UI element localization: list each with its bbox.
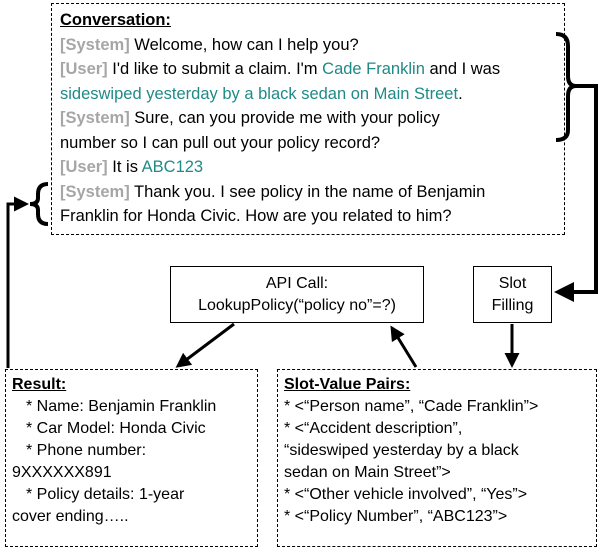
api-call-function: LookupPolicy(“policy no”=?) — [198, 296, 396, 314]
system-tag: [System] — [60, 109, 130, 127]
turn-system-2-cont: number so I can pull out your policy rec… — [60, 133, 381, 152]
person-name-highlight: Cade Franklin — [322, 60, 425, 78]
policy-number-highlight: ABC123 — [141, 158, 204, 176]
slot-value-line: “sideswiped yesterday by a black — [284, 442, 519, 459]
api-call-box: API Call: LookupPolicy(“policy no”=?) — [170, 266, 424, 323]
slot-value-line: * <“Policy Number”, “ABC123”> — [284, 508, 508, 525]
api-call-label: API Call: — [265, 274, 329, 292]
result-heading: Result: — [12, 376, 67, 393]
turn-text: Welcome, how can I help you? — [134, 35, 359, 54]
user-tag: [User] — [60, 60, 108, 78]
slot-value-line: * <“Person name”, “Cade Franklin”> — [284, 398, 539, 415]
system-tag: [System] — [60, 35, 130, 54]
result-line: 9XXXXXX891 — [12, 464, 112, 481]
turn-text: I'd like to submit a claim. I'm — [112, 60, 318, 78]
accident-description-highlight: sideswiped yesterday by a black sedan on… — [60, 84, 459, 103]
slot-value-heading: Slot-Value Pairs: — [284, 376, 411, 393]
turn-system-3: [System] Thank you. I see policy in the … — [60, 180, 556, 205]
turn-text: It is — [112, 158, 138, 176]
result-line: * Phone number: — [26, 442, 147, 459]
turn-system-2: [System] Sure, can you provide me with y… — [60, 106, 556, 131]
user-tag: [User] — [60, 158, 108, 176]
arrow-to-slot-filling — [554, 84, 598, 302]
turn-system-1: [System] Welcome, how can I help you? — [60, 33, 556, 58]
result-line: cover ending….. — [12, 508, 129, 525]
slot-value-line: sedan on Main Street”> — [284, 464, 451, 481]
conversation-heading: Conversation: — [60, 11, 171, 29]
slot-filling-line1: Slot — [498, 274, 527, 292]
arrow-api-to-result — [175, 322, 235, 368]
turn-text: and I was — [429, 60, 501, 78]
result-line: * Name: Benjamin Franklin — [26, 398, 217, 415]
conversation-box: Conversation: [System] Welcome, how can … — [51, 3, 565, 235]
turn-text: Thank you. I see policy in the name of B… — [134, 182, 486, 201]
result-line: * Car Model: Honda Civic — [26, 420, 206, 437]
arrow-result-to-conversation — [6, 196, 29, 368]
turn-text: . — [458, 84, 463, 103]
system-tag: [System] — [60, 182, 130, 201]
turn-user-1-cont: sideswiped yesterday by a black sedan on… — [60, 82, 556, 107]
turn-system-3-cont: Franklin for Honda Civic. How are you re… — [60, 207, 452, 225]
arrow-slotvalue-to-api — [390, 325, 418, 368]
turn-text: Sure, can you provide me with your polic… — [134, 109, 440, 127]
slot-filling-line2: Filling — [491, 296, 534, 314]
left-bracket — [29, 182, 49, 226]
slot-value-line: * <“Other vehicle involved”, “Yes”> — [284, 486, 528, 503]
slot-value-pairs-box: Slot-Value Pairs: * <“Person name”, “Cad… — [277, 369, 597, 547]
turn-user-2: [User] It is ABC123 — [60, 155, 556, 180]
result-box: Result: * Name: Benjamin Franklin * Car … — [5, 369, 258, 547]
slot-filling-box: Slot Filling — [473, 266, 552, 323]
turn-user-1: [User] I'd like to submit a claim. I'm C… — [60, 57, 556, 82]
result-line: * Policy details: 1-year — [26, 486, 185, 503]
slot-value-line: * <“Accident description”, — [284, 420, 463, 437]
right-bracket — [555, 32, 577, 142]
